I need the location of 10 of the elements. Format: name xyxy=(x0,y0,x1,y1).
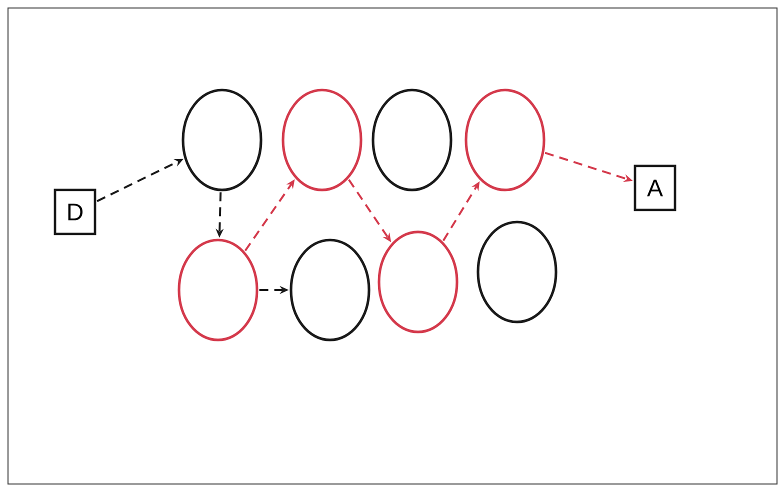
oval xyxy=(464,88,546,192)
letter-box: A xyxy=(634,164,676,212)
oval xyxy=(290,238,370,342)
oval xyxy=(372,88,452,192)
letter-box: D xyxy=(54,188,96,236)
oval xyxy=(378,230,458,334)
oval xyxy=(178,238,258,342)
oval xyxy=(182,88,262,192)
oval xyxy=(476,220,558,324)
oval xyxy=(282,88,362,192)
